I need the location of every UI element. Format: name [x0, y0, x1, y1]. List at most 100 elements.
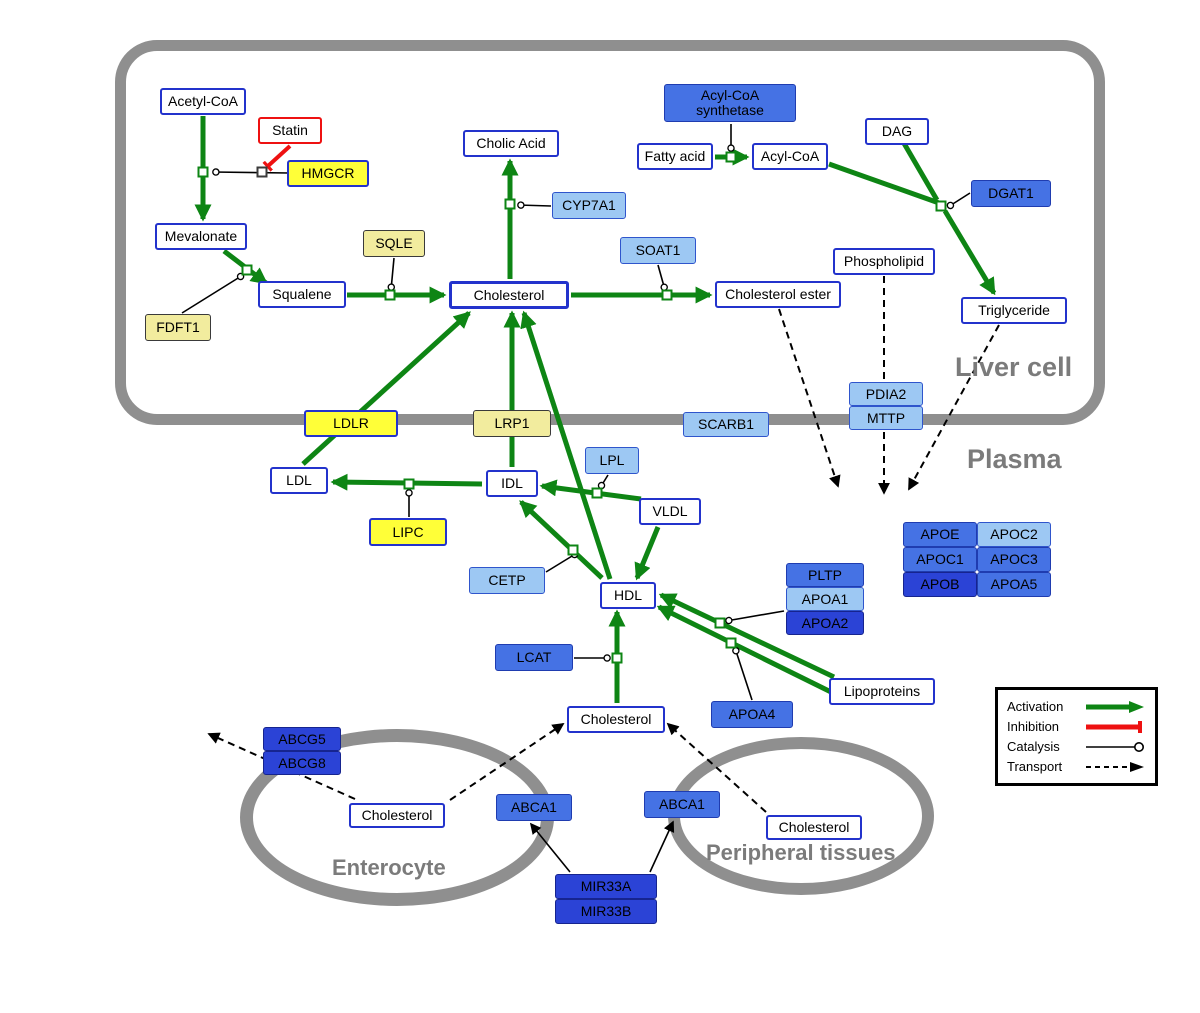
legend-inhibition-label: Inhibition — [1007, 719, 1060, 734]
legend: Activation Inhibition Catalysis Transpor… — [995, 687, 1158, 786]
node-mttp[interactable]: MTTP — [849, 406, 923, 430]
node-idl[interactable]: IDL — [486, 470, 538, 497]
reaction-junction-5 — [725, 151, 737, 163]
node-ldlr[interactable]: LDLR — [304, 410, 398, 437]
node-mevalonate[interactable]: Mevalonate — [155, 223, 247, 250]
edge-transport-36 — [207, 732, 356, 800]
node-apoa2[interactable]: APOA2 — [786, 611, 864, 635]
edge-activation-11 — [520, 310, 613, 580]
node-abcg5[interactable]: ABCG5 — [263, 727, 341, 751]
node-statin[interactable]: Statin — [258, 117, 322, 144]
node-ldl[interactable]: LDL — [270, 467, 328, 494]
node-cholesterol-enterocyte[interactable]: Cholesterol — [349, 803, 445, 828]
node-lpl[interactable]: LPL — [585, 447, 639, 474]
node-abca1-enterocyte[interactable]: ABCA1 — [496, 794, 572, 821]
node-lipoproteins[interactable]: Lipoproteins — [829, 678, 935, 705]
node-lrp1[interactable]: LRP1 — [473, 410, 551, 437]
node-abcg8[interactable]: ABCG8 — [263, 751, 341, 775]
reaction-junction-10 — [714, 617, 726, 629]
node-hdl[interactable]: HDL — [600, 582, 656, 609]
edge-catalysis-22 — [517, 201, 552, 209]
node-lipc[interactable]: LIPC — [369, 518, 447, 546]
reaction-junction-4 — [661, 289, 673, 301]
edge-catalysis-19 — [212, 168, 290, 176]
legend-row-activation: Activation — [1007, 697, 1146, 716]
node-fdft1[interactable]: FDFT1 — [145, 314, 211, 341]
edge-activation-9 — [301, 311, 471, 466]
node-lcat[interactable]: LCAT — [495, 644, 573, 671]
edge-catalysis-20 — [181, 272, 245, 314]
edge-transport-37 — [449, 722, 565, 801]
reaction-junction-3 — [504, 198, 516, 210]
enterocyte-label: Enterocyte — [332, 855, 446, 880]
activation-arrow-glyph — [1086, 700, 1144, 713]
node-apoa1[interactable]: APOA1 — [786, 587, 864, 611]
transport-arrow-glyph — [1086, 761, 1144, 772]
node-acetyl-coa[interactable]: Acetyl-CoA — [160, 88, 246, 115]
reaction-junction-7 — [403, 478, 415, 490]
node-scarb1[interactable]: SCARB1 — [683, 412, 769, 437]
edge-catalysis-27 — [597, 474, 609, 490]
node-squalene[interactable]: Squalene — [258, 281, 346, 308]
node-apob[interactable]: APOB — [903, 572, 977, 597]
node-apoc1[interactable]: APOC1 — [903, 547, 977, 572]
reaction-junction-12 — [611, 652, 623, 664]
node-vldl[interactable]: VLDL — [639, 498, 701, 525]
node-apoc2[interactable]: APOC2 — [977, 522, 1051, 547]
node-pdia2[interactable]: PDIA2 — [849, 382, 923, 406]
edge-plain-39 — [529, 822, 571, 873]
inhibition-tbar-glyph — [1086, 720, 1142, 733]
node-sqle[interactable]: SQLE — [363, 230, 425, 257]
liver-cell-label: Liver cell — [955, 352, 1073, 382]
edge-activation-8 — [942, 209, 997, 296]
node-apoa5[interactable]: APOA5 — [977, 572, 1051, 597]
node-acyl-coa-2[interactable]: Acyl-CoA — [752, 143, 828, 170]
node-dgat1[interactable]: DGAT1 — [971, 180, 1051, 207]
node-pltp[interactable]: PLTP — [786, 563, 864, 587]
node-apoa4[interactable]: APOA4 — [711, 701, 793, 728]
node-triglyceride[interactable]: Triglyceride — [961, 297, 1067, 324]
node-mir33b[interactable]: MIR33B — [555, 899, 657, 924]
plasma-label: Plasma — [967, 444, 1062, 474]
reaction-junction-9 — [567, 544, 579, 556]
node-fatty-acid[interactable]: Fatty acid — [637, 143, 713, 170]
node-dag[interactable]: DAG — [865, 118, 929, 145]
reaction-junction-0 — [197, 166, 209, 178]
edge-plain-40 — [649, 820, 675, 873]
edge-activation-17 — [656, 604, 833, 695]
node-apoc3[interactable]: APOC3 — [977, 547, 1051, 572]
node-cholesterol-plasma[interactable]: Cholesterol — [567, 706, 665, 733]
legend-row-inhibition: Inhibition — [1007, 717, 1146, 736]
node-apoe[interactable]: APOE — [903, 522, 977, 547]
peripheral-tissues-label: Peripheral tissues — [706, 840, 896, 865]
edge-catalysis-28 — [545, 550, 579, 573]
catalysis-circle-glyph — [1086, 741, 1144, 752]
node-mir33a[interactable]: MIR33A — [555, 874, 657, 899]
legend-transport-label: Transport — [1007, 759, 1063, 774]
node-cetp[interactable]: CETP — [469, 567, 545, 594]
node-abca1-peripheral[interactable]: ABCA1 — [644, 791, 720, 818]
node-hmgcr[interactable]: HMGCR — [287, 160, 369, 187]
edge-activation-14 — [519, 500, 604, 580]
liver-cell-region — [115, 40, 1105, 425]
reaction-junction-6 — [935, 200, 947, 212]
reaction-junction-8 — [591, 487, 603, 499]
node-phospholipid[interactable]: Phospholipid — [833, 248, 935, 275]
node-soat1[interactable]: SOAT1 — [620, 237, 696, 264]
node-cholesterol-peripheral[interactable]: Cholesterol — [766, 815, 862, 840]
reaction-junction-1 — [241, 264, 253, 276]
node-cyp7a1[interactable]: CYP7A1 — [552, 192, 626, 219]
edge-activation-15 — [634, 526, 661, 581]
edge-activation-6 — [828, 161, 940, 206]
node-acyl-coa-synthetase[interactable]: Acyl-CoA synthetase — [664, 84, 796, 122]
reaction-junction-13 — [256, 166, 268, 178]
edge-transport-38 — [666, 722, 767, 813]
edge-catalysis-31 — [732, 646, 753, 701]
legend-row-transport: Transport — [1007, 757, 1146, 776]
edge-activation-16 — [658, 592, 836, 680]
node-cholic-acid[interactable]: Cholic Acid — [463, 130, 559, 157]
node-cholesterol-liver[interactable]: Cholesterol — [449, 281, 569, 309]
node-cholesterol-ester[interactable]: Cholesterol ester — [715, 281, 841, 308]
reaction-junction-2 — [384, 289, 396, 301]
legend-activation-label: Activation — [1007, 699, 1064, 714]
